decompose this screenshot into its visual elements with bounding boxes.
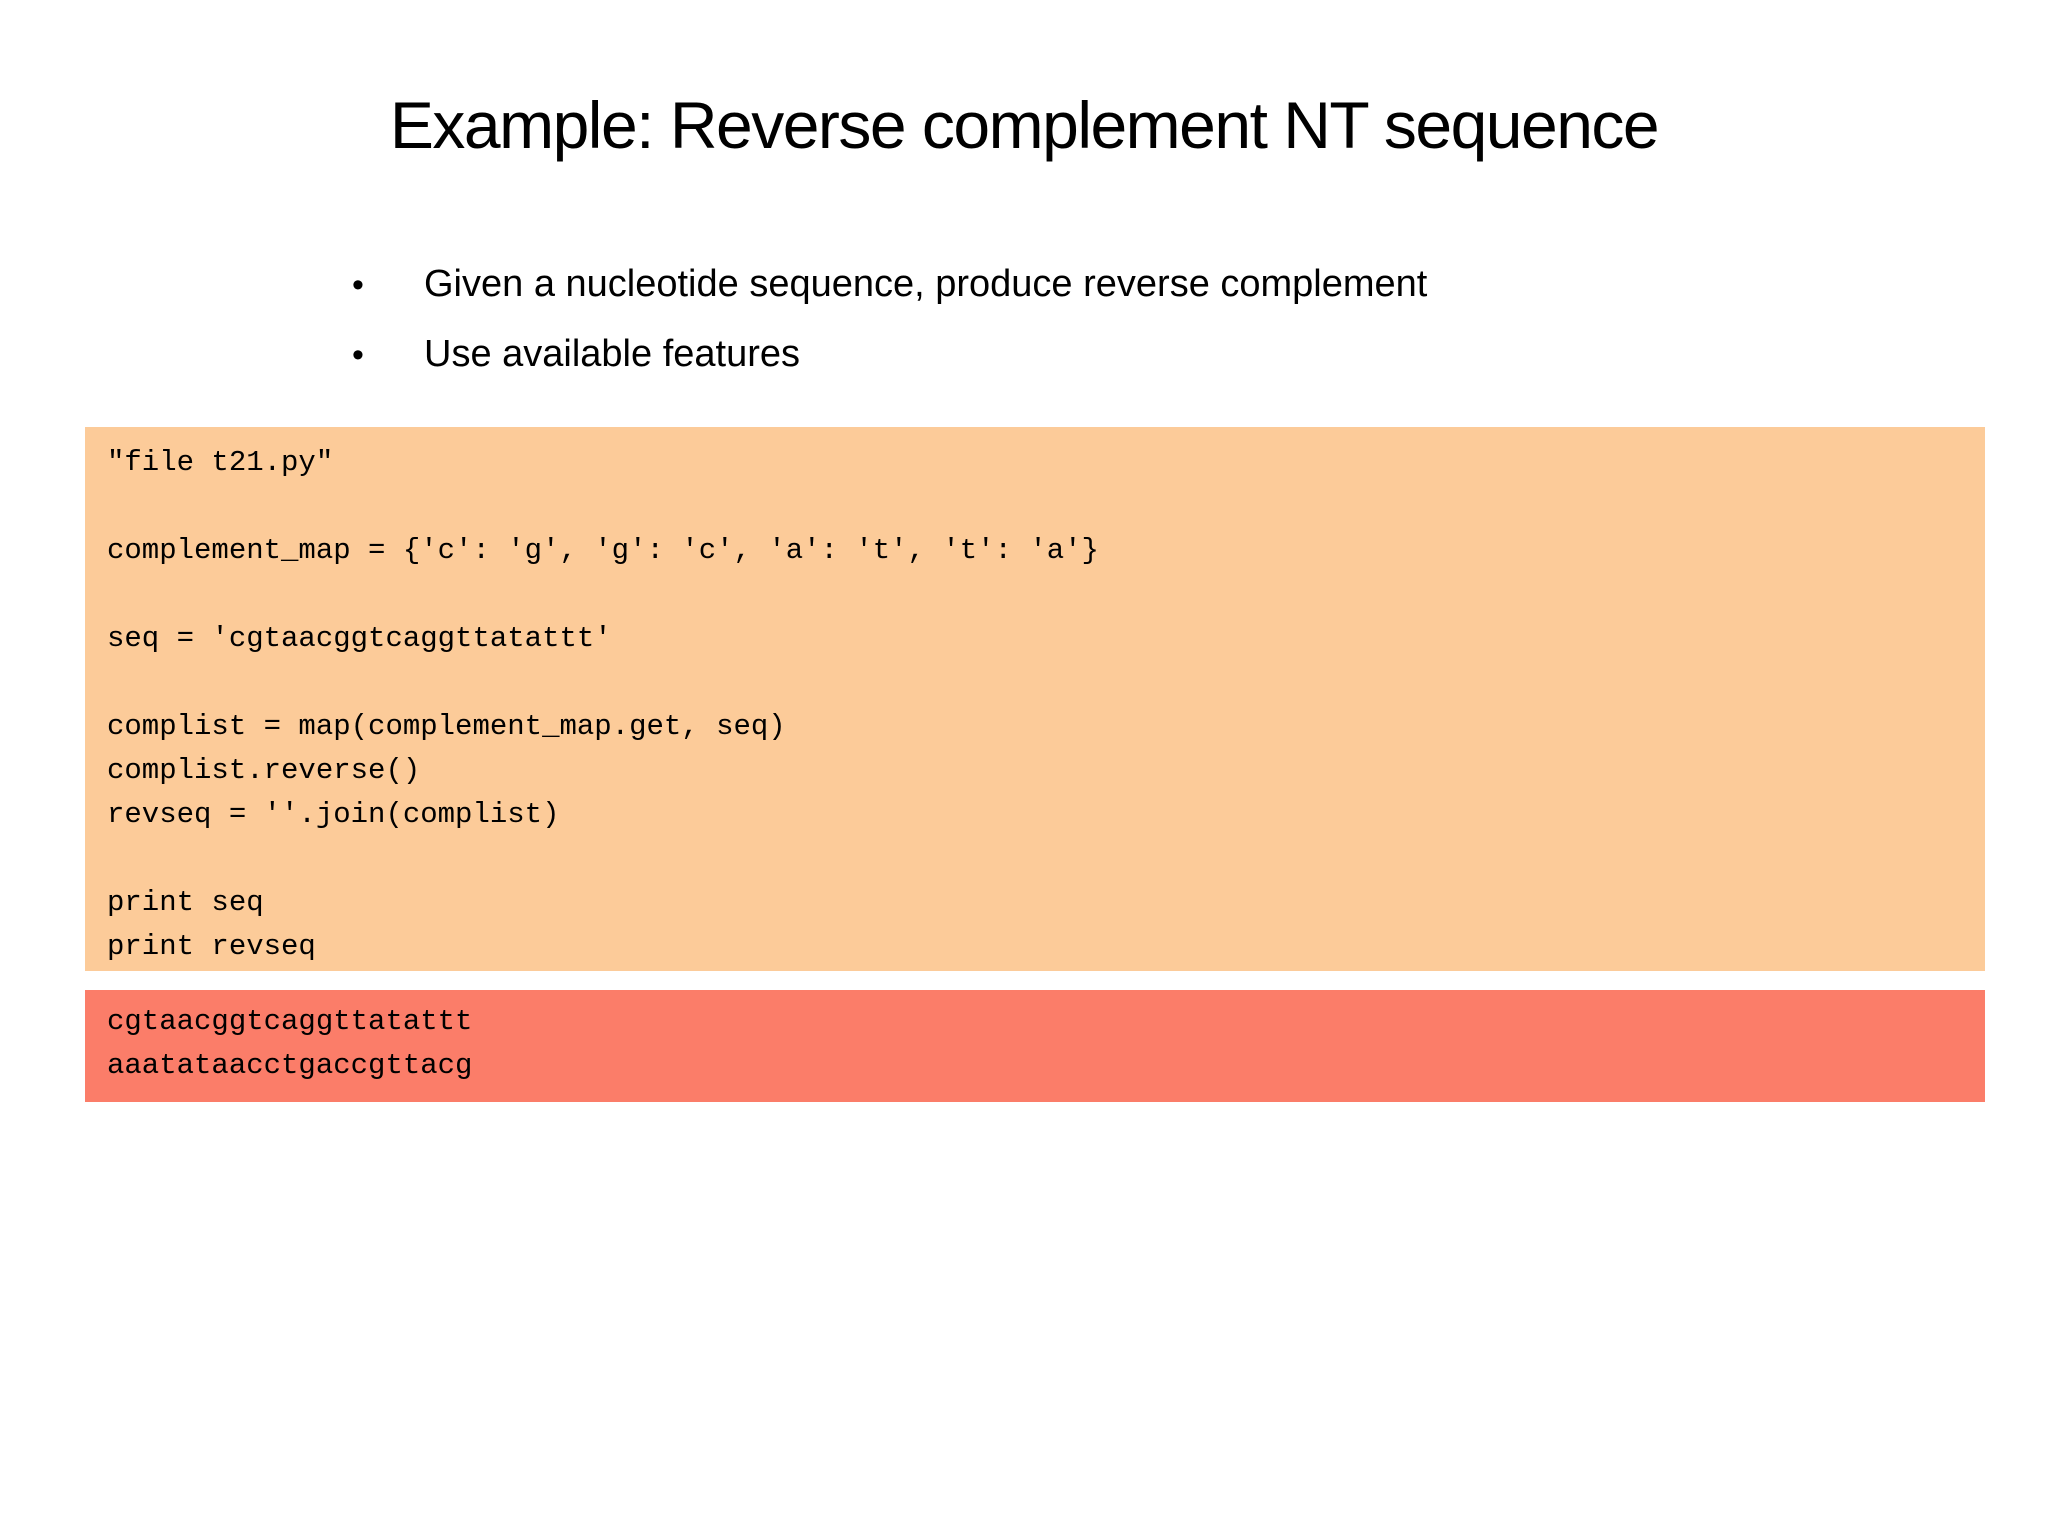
code-line: print seq <box>107 886 264 919</box>
code-line <box>107 485 1985 529</box>
code-line: revseq = ''.join(complist) <box>107 798 560 831</box>
code-line <box>107 837 1985 881</box>
slide-title: Example: Reverse complement NT sequence <box>389 88 1660 162</box>
code-line <box>107 573 1985 617</box>
code-line: complist.reverse() <box>107 754 421 787</box>
code-block: "file t21.py" complement_map = {'c': 'g',… <box>85 427 1985 971</box>
bullet-item: Use available features <box>352 332 1427 377</box>
bullet-list: Given a nucleotide sequence, produce rev… <box>352 262 1427 402</box>
code-line: print revseq <box>107 930 316 963</box>
bullet-item: Given a nucleotide sequence, produce rev… <box>352 262 1427 307</box>
code-line: "file t21.py" <box>107 446 334 479</box>
output-line: aaatataacctgaccgttacg <box>107 1049 473 1082</box>
code-line: complement_map = {'c': 'g', 'g': 'c', 'a… <box>107 534 1099 567</box>
code-line: complist = map(complement_map.get, seq) <box>107 710 786 743</box>
code-line <box>107 661 1985 705</box>
output-block: cgtaacggtcaggttatattt aaatataacctgaccgtta… <box>85 990 1985 1102</box>
output-line: cgtaacggtcaggttatattt <box>107 1005 473 1038</box>
code-line: seq = 'cgtaacggtcaggttatattt' <box>107 622 612 655</box>
